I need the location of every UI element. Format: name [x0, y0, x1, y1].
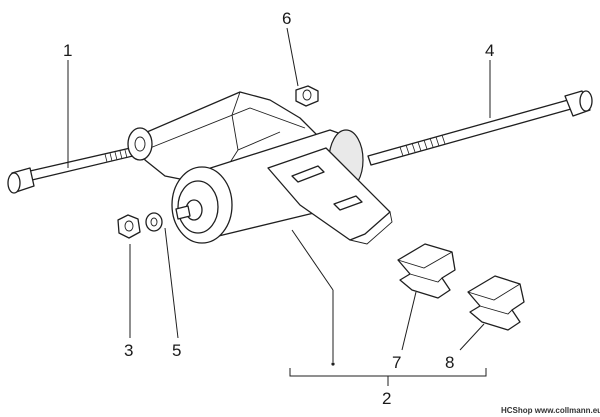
part-6-nut	[295, 85, 319, 107]
part-5-washer	[145, 212, 163, 232]
part-7-bushing	[397, 243, 456, 299]
label-part-5: 5	[172, 341, 181, 360]
label-part-4: 4	[485, 41, 494, 60]
part-1-bolt	[7, 146, 138, 194]
part-8-bushing	[467, 275, 525, 331]
leader-lines	[67, 27, 491, 386]
label-part-2: 2	[382, 389, 391, 408]
label-part-8: 8	[445, 353, 454, 372]
part-4-bolt	[367, 90, 593, 166]
label-part-7: 7	[392, 353, 401, 372]
label-part-1: 1	[63, 41, 72, 60]
part-3-nut	[117, 214, 141, 239]
label-part-6: 6	[282, 9, 291, 28]
label-part-3: 3	[124, 341, 133, 360]
source-credit: HCShop www.collmann.eu	[501, 406, 600, 415]
part-2-mount-bracket	[127, 91, 393, 245]
